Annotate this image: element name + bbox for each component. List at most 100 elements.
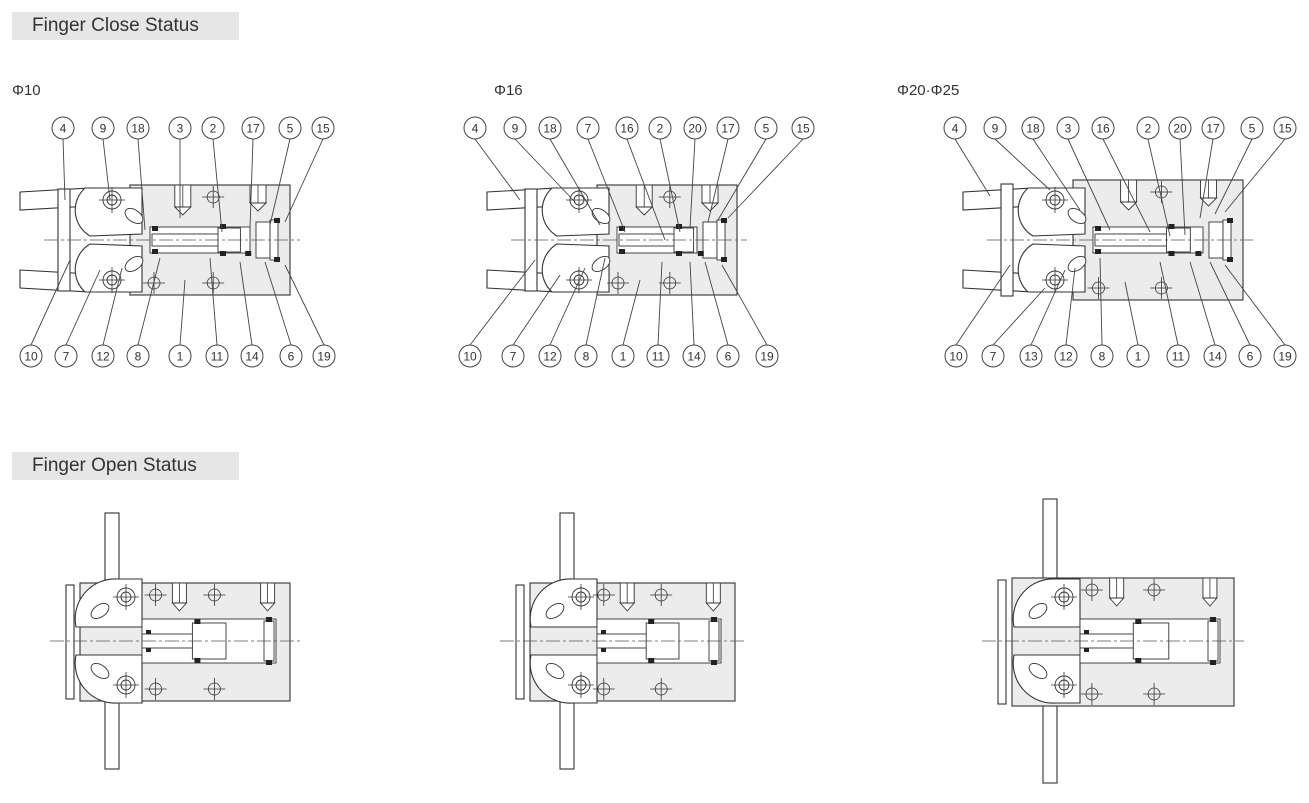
part-callout: 7 (54, 269, 101, 368)
callout-circle (1136, 116, 1160, 140)
callout-circle (716, 116, 740, 140)
mount-hole-top (202, 186, 225, 208)
part-callout: 5 (717, 116, 778, 221)
callout-circle (503, 116, 527, 140)
callout-leader-line (622, 279, 641, 346)
callout-leader-line (284, 264, 325, 346)
callout-leader-line (587, 138, 626, 233)
callout-leader-line (659, 138, 681, 233)
part-callout: 15 (284, 116, 335, 223)
lower-pivot-pin (1051, 672, 1077, 698)
callout-leader-line (689, 261, 695, 346)
part-callout: 7 (501, 274, 561, 368)
callout-number: 20 (688, 122, 702, 136)
callout-circle (538, 344, 562, 368)
o-ring-seal (146, 648, 151, 652)
callout-circle (1273, 116, 1297, 140)
callout-number: 15 (796, 122, 810, 136)
o-ring-seal (152, 226, 158, 231)
callout-leader-line (137, 257, 161, 346)
o-ring-seal (1084, 630, 1089, 634)
part-callout: 6 (264, 261, 303, 368)
close-status-banner: Finger Close Status (12, 12, 239, 40)
part-callout: 5 (269, 116, 302, 226)
callout-circle (1054, 344, 1078, 368)
mount-hole-bottom-1 (592, 678, 615, 700)
size-label-phi20-25: Φ20·Φ25 (897, 82, 960, 99)
part-callout: 11 (1159, 261, 1190, 368)
callout-circle (1126, 344, 1150, 368)
callout-circle (1240, 116, 1264, 140)
close-view-phi10 (19, 184, 300, 296)
callout-number: 3 (177, 122, 184, 136)
part-callout: 20 (683, 116, 707, 229)
callout-circle (501, 344, 525, 368)
air-port-b (700, 184, 720, 212)
callout-leader-line (514, 138, 576, 203)
callout-circle (201, 116, 225, 140)
callout-leader-line (707, 138, 729, 223)
callout-leader-line (209, 257, 218, 346)
lower-cam-slot (90, 662, 110, 680)
o-ring-seal (1210, 617, 1216, 622)
lower-cam-slot (591, 255, 611, 273)
callout-number: 17 (246, 122, 260, 136)
part-callout: 13 (1019, 269, 1066, 368)
callout-circle (54, 344, 78, 368)
callout-number: 14 (687, 350, 701, 364)
part-callout: 8 (126, 257, 161, 368)
callout-leader-line (994, 138, 1051, 191)
callout-circle (168, 344, 192, 368)
callout-number: 19 (1278, 350, 1292, 364)
callout-number: 4 (952, 122, 959, 136)
callout-circle (241, 116, 265, 140)
callout-leader-line (1065, 267, 1076, 346)
o-ring-seal (194, 619, 201, 624)
upper-cam-slot (545, 602, 565, 620)
air-port-a (171, 582, 188, 612)
o-ring-seal (1227, 257, 1233, 262)
callout-number: 7 (585, 122, 592, 136)
o-ring-seal (220, 251, 226, 256)
o-ring-seal (711, 660, 717, 665)
air-port-b (1199, 179, 1218, 207)
part-callout: 18 (1021, 116, 1081, 211)
callout-number: 10 (949, 350, 963, 364)
callout-leader-line (721, 264, 768, 346)
lower-pivot-pin (1042, 267, 1068, 293)
o-ring-seal (274, 218, 280, 223)
lower-cam-slot (1067, 255, 1087, 273)
part-callout: 17 (241, 116, 265, 229)
part-callout: 10 (19, 259, 71, 368)
mount-hole-top-1 (144, 584, 167, 606)
callout-leader-line (549, 267, 586, 346)
o-ring-seal (1095, 249, 1101, 254)
callout-number: 12 (1059, 350, 1073, 364)
callout-leader-line (549, 138, 601, 226)
front-cover-plate (997, 579, 1007, 705)
part-callout: 11 (205, 257, 229, 368)
part-callout: 14 (1189, 261, 1227, 368)
callout-number: 15 (1278, 122, 1292, 136)
callout-number: 11 (652, 350, 665, 364)
part-callout: 10 (944, 264, 1011, 368)
mount-hole-top-2 (203, 584, 226, 606)
callout-circle (615, 116, 639, 140)
callout-leader-line (239, 261, 253, 346)
callout-number: 14 (1208, 350, 1222, 364)
callout-number: 8 (135, 350, 142, 364)
part-callout: 11 (646, 261, 670, 368)
part-callout: 3 (1056, 116, 1111, 231)
part-callout: 15 (727, 116, 815, 219)
part-callout: 8 (1090, 257, 1114, 368)
upper-finger-lobe (1017, 187, 1086, 237)
part-callout: 15 (1224, 116, 1297, 213)
lower-cam-slot (1028, 662, 1048, 680)
mount-hole-bottom-2 (1150, 277, 1173, 299)
callout-number: 8 (1099, 350, 1106, 364)
callout-number: 9 (100, 122, 107, 136)
mount-hole-top-2 (1143, 579, 1166, 601)
callout-leader-line (585, 257, 606, 346)
